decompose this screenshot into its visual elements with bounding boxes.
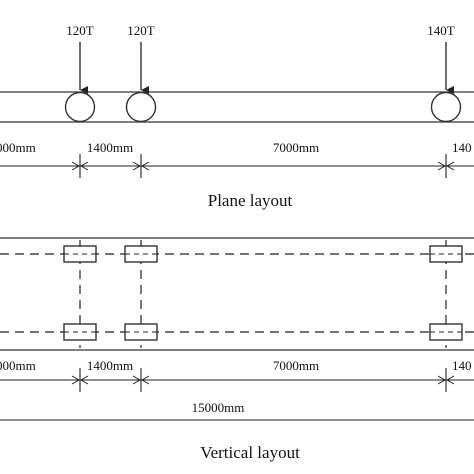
vertical-dim-4: 140 [452,358,472,373]
plane-dim-4: 140 [452,140,472,155]
plane-dim-3: 7000mm [273,140,319,155]
vertical-layout: 000mm 1400mm 7000mm 140 15000mm Vertical… [0,237,474,462]
vertical-dim-3: 7000mm [273,358,319,373]
load-label-3: 140T [427,23,455,38]
vertical-dim-2: 1400mm [87,358,133,373]
load-label-2: 120T [127,23,155,38]
plane-layout: 120T 120T 140T 000mm 1400mm 7000mm 140 P… [0,23,474,210]
wheel-2 [125,91,157,123]
wheel-3 [430,91,462,123]
vertical-dimension-line [0,368,474,392]
wheel-footprints [63,245,463,341]
overall-dimension-label: 15000mm [192,400,245,415]
plane-dimension-line [0,154,474,178]
vertical-dim-1: 000mm [0,358,36,373]
vertical-layout-caption: Vertical layout [200,443,300,462]
plane-layout-caption: Plane layout [208,191,293,210]
plane-dim-1: 000mm [0,140,36,155]
load-label-1: 120T [66,23,94,38]
plane-dim-2: 1400mm [87,140,133,155]
wheel-1 [64,91,96,123]
